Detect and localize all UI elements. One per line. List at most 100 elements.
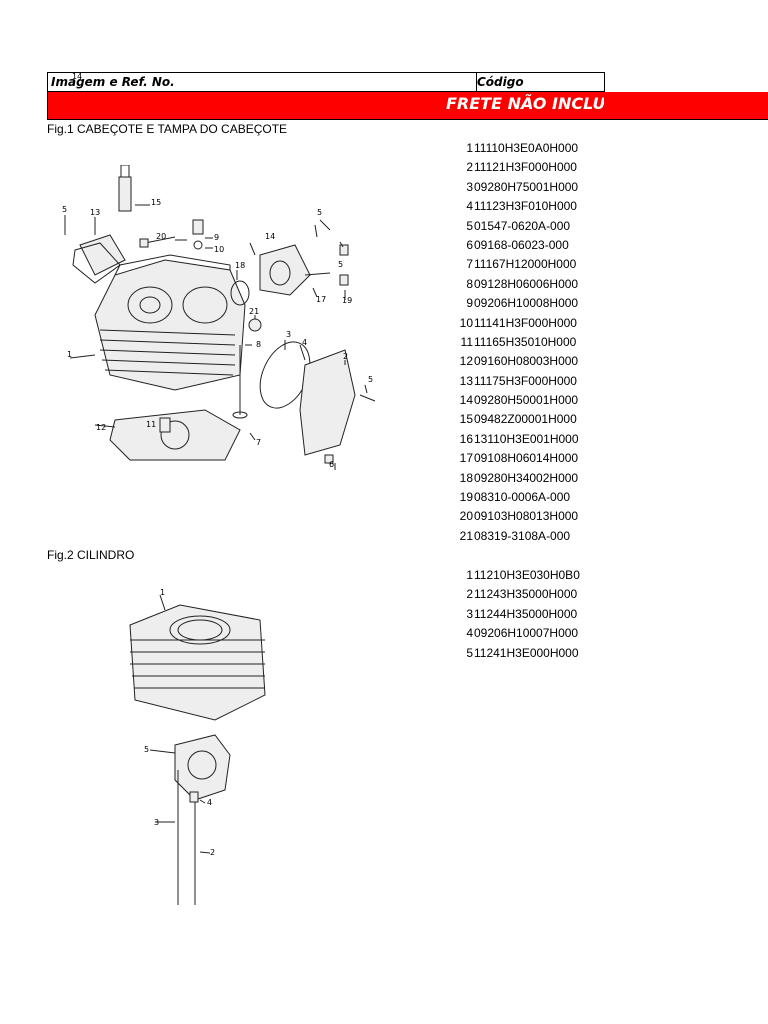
callout-5d: 5 — [368, 375, 374, 384]
part-number: 1 — [466, 568, 473, 582]
part-number: 7 — [466, 257, 473, 272]
part-number: 19 — [459, 490, 473, 505]
part-code: 11244H35000H000 — [474, 606, 578, 621]
part-code: 09128H06006H000 — [474, 276, 579, 291]
part-row: 1111165H35010H000 — [455, 333, 605, 352]
callout-18: 18 — [235, 261, 246, 270]
part-number: 12 — [459, 354, 473, 369]
part-number: 20 — [459, 509, 473, 524]
part-row: 511241H3E000H000 — [455, 644, 605, 663]
part-number: 16 — [459, 431, 473, 446]
part-code: 09280H50001H000 — [474, 393, 579, 408]
part-row: 111210H3E030H0B0 — [455, 566, 605, 585]
part-code: 11141H3F000H000 — [474, 315, 577, 330]
callout-5: 5 — [144, 745, 150, 754]
callout-2: 2 — [343, 352, 349, 361]
callout-5b: 5 — [317, 208, 323, 217]
shipping-banner: FRETE NÃO INCLUSO — [47, 92, 768, 120]
callout-7: 7 — [256, 438, 262, 447]
cylinder-head-drawing — [94, 254, 246, 391]
part-code: 08310-0006A-000 — [474, 490, 571, 505]
part-row: 711167H12000H000 — [455, 255, 605, 274]
part-row: 1011141H3F000H000 — [455, 314, 605, 333]
callout-6: 6 — [329, 460, 335, 469]
part-number: 10 — [459, 315, 473, 330]
fig1-diagram — [64, 165, 376, 470]
callout-14: 14 — [72, 72, 83, 81]
callout-1: 1 — [160, 588, 166, 597]
part-row: 409206H10007H000 — [455, 624, 605, 643]
part-number: 4 — [466, 199, 473, 214]
part-code: 09103H08013H000 — [474, 509, 579, 524]
banner-text: FRETE NÃO INCLUSO — [446, 94, 604, 113]
part-code: 11110H3E0A0H000 — [474, 141, 579, 155]
part-number: 9 — [466, 296, 473, 311]
part-code: 11121H3F000H000 — [474, 160, 577, 175]
callout-3: 3 — [154, 818, 160, 827]
part-number: 2 — [466, 587, 473, 602]
part-row: 111110H3E0A0H000 — [455, 139, 605, 158]
part-row: 1409280H50001H000 — [455, 391, 605, 410]
fig2-title: Fig.2 CILINDRO — [47, 548, 135, 562]
part-code: 11123H3F010H000 — [474, 199, 577, 214]
part-number: 6 — [466, 237, 473, 252]
callout-13: 13 — [90, 208, 101, 217]
part-number: 21 — [459, 528, 473, 543]
part-number: 5 — [466, 218, 473, 233]
callout-3: 3 — [286, 330, 292, 339]
part-row: 211243H35000H000 — [455, 585, 605, 604]
callout-17: 17 — [316, 295, 327, 304]
part-code: 08319-3108A-000 — [474, 528, 571, 543]
header-code: Código — [477, 75, 524, 89]
part-row: 1509482Z00001H000 — [455, 410, 605, 429]
part-code: 11165H35010H000 — [474, 334, 577, 349]
part-row: 2108319-3108A-000 — [455, 527, 605, 546]
part-number: 3 — [466, 606, 473, 621]
callout-21: 21 — [249, 307, 260, 316]
callout-8: 8 — [256, 340, 262, 349]
fig1-title: Fig.1 CABEÇOTE E TAMPA DO CABEÇOTE — [47, 122, 288, 136]
part-number: 1 — [466, 141, 473, 155]
part-row: 311244H35000H000 — [455, 605, 605, 624]
callout-19: 19 — [342, 296, 353, 305]
fig2-diagram — [129, 594, 266, 905]
part-code: 11243H35000H000 — [474, 587, 578, 602]
part-row: 2009103H08013H000 — [455, 507, 605, 526]
part-row: 1311175H3F000H000 — [455, 372, 605, 391]
header-image-ref: Imagem e Ref. No. — [48, 73, 477, 91]
part-code: 09206H10008H000 — [474, 296, 579, 311]
part-code: 01547-0620A-000 — [474, 218, 571, 233]
callout-5c: 5 — [338, 260, 344, 269]
part-number: 18 — [459, 470, 473, 485]
part-code: 09108H06014H000 — [474, 451, 579, 466]
table-header: Imagem e Ref. No. Código — [47, 72, 605, 92]
part-row: 609168-06023-000 — [455, 236, 605, 255]
callout-15: 15 — [151, 198, 162, 207]
part-number: 3 — [466, 179, 473, 194]
callout-5: 5 — [62, 205, 68, 214]
part-code: 09482Z00001H000 — [474, 412, 577, 427]
part-number: 4 — [466, 626, 473, 641]
part-number: 17 — [459, 451, 473, 466]
part-row: 411123H3F010H000 — [455, 197, 605, 216]
part-row: 1809280H34002H000 — [455, 469, 605, 488]
part-row: 211121H3F000H000 — [455, 158, 605, 177]
callout-4: 4 — [302, 338, 308, 347]
part-number: 8 — [466, 276, 473, 291]
part-code: 09280H75001H000 — [474, 179, 579, 194]
callout-12: 10 — [214, 245, 225, 254]
callout-11: 9 — [214, 233, 220, 242]
part-code: 11210H3E030H0B0 — [474, 568, 580, 582]
part-code: 11167H12000H000 — [474, 257, 577, 272]
cylinder-drawing — [129, 594, 266, 721]
part-number: 2 — [466, 160, 473, 175]
callout-10: 12 — [96, 423, 107, 432]
part-code: 09280H34002H000 — [474, 470, 579, 485]
callout-20: 20 — [156, 232, 167, 241]
part-code: 09160H08003H000 — [474, 354, 579, 369]
part-number: 14 — [459, 393, 473, 408]
part-row: 1709108H06014H000 — [455, 449, 605, 468]
callout-16: 14 — [265, 232, 276, 241]
callout-1: 1 — [67, 350, 73, 359]
